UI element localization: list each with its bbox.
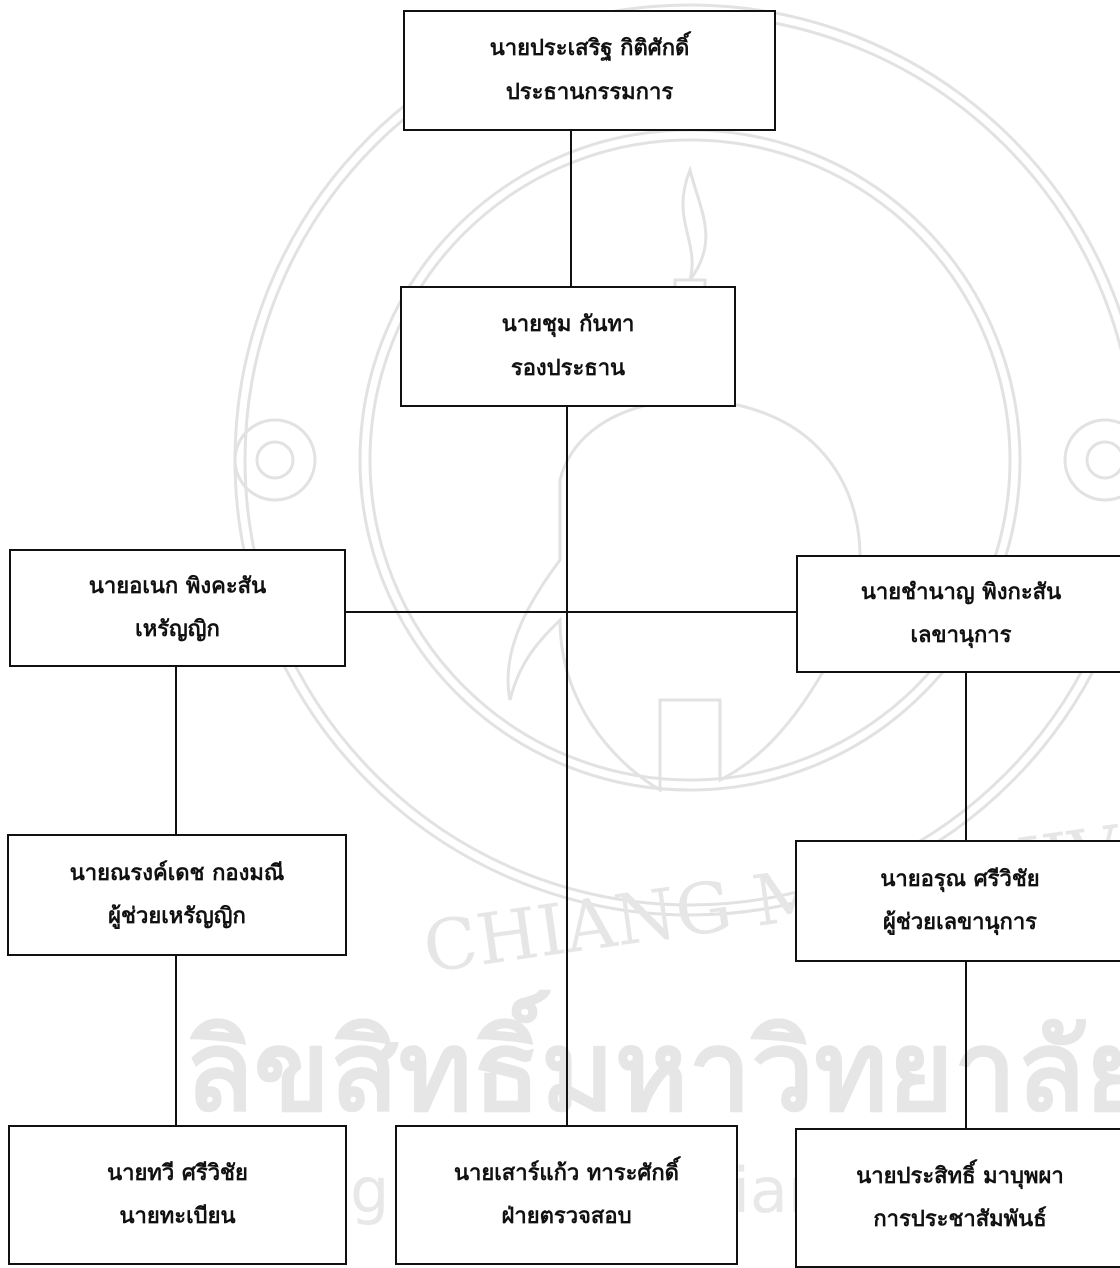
audit-box: นายเสาร์แก้ว ทาระศักดิ์ ฝ่ายตรวจสอบ bbox=[395, 1125, 738, 1265]
treasurer-box: นายอเนก พิงคะสัน เหรัญญิก bbox=[9, 549, 346, 667]
secretary-name: นายชำนาญ พิงกะสัน bbox=[860, 578, 1062, 605]
public-relations-role: การประชาสัมพันธ์ bbox=[873, 1206, 1047, 1232]
assistant-treasurer-role: ผู้ช่วยเหรัญญิก bbox=[108, 903, 246, 929]
assistant-secretary-role: ผู้ช่วยเลขานุการ bbox=[883, 909, 1037, 935]
audit-name: นายเสาร์แก้ว ทาระศักดิ์ bbox=[454, 1159, 679, 1186]
registrar-role: นายทะเบียน bbox=[119, 1203, 236, 1229]
vice-chair-role: รองประธาน bbox=[510, 354, 626, 381]
vice-chair-name: นายชุม กันทา bbox=[501, 311, 635, 337]
public-relations-box: นายประสิทธิ์ มาบุพผา การประชาสัมพันธ์ bbox=[795, 1128, 1120, 1268]
watermark-banner-text: ลิขสิทธิ์มหาวิทยาลัยเชียงใหม่ bbox=[185, 989, 1120, 1137]
registrar-name: นายทวี ศรีวิชัย bbox=[107, 1159, 248, 1186]
secretary-role: เลขานุการ bbox=[910, 622, 1012, 648]
assistant-treasurer-name: นายณรงค์เดช กองมณี bbox=[69, 859, 285, 886]
treasurer-role: เหรัญญิก bbox=[135, 616, 220, 642]
vice-chair-box: นายชุม กันทา รองประธาน bbox=[400, 286, 736, 407]
secretary-box: นายชำนาญ พิงกะสัน เลขานุการ bbox=[796, 555, 1120, 673]
assistant-secretary-box: นายอรุณ ศรีวิชัย ผู้ช่วยเลขานุการ bbox=[795, 840, 1120, 962]
assistant-treasurer-box: นายณรงค์เดช กองมณี ผู้ช่วยเหรัญญิก bbox=[7, 834, 347, 956]
treasurer-name: นายอเนก พิงคะสัน bbox=[88, 572, 267, 599]
audit-role: ฝ่ายตรวจสอบ bbox=[501, 1203, 632, 1229]
assistant-secretary-name: นายอรุณ ศรีวิชัย bbox=[880, 865, 1040, 892]
chairman-role: ประธานกรรมการ bbox=[505, 78, 674, 105]
chairman-name: นายประเสริฐ กิติศักดิ์ bbox=[489, 35, 690, 61]
public-relations-name: นายประสิทธิ์ มาบุพผา bbox=[856, 1162, 1064, 1189]
chairman-box: นายประเสริฐ กิติศักดิ์ ประธานกรรมการ bbox=[403, 10, 776, 131]
registrar-box: นายทวี ศรีวิชัย นายทะเบียน bbox=[8, 1125, 347, 1265]
